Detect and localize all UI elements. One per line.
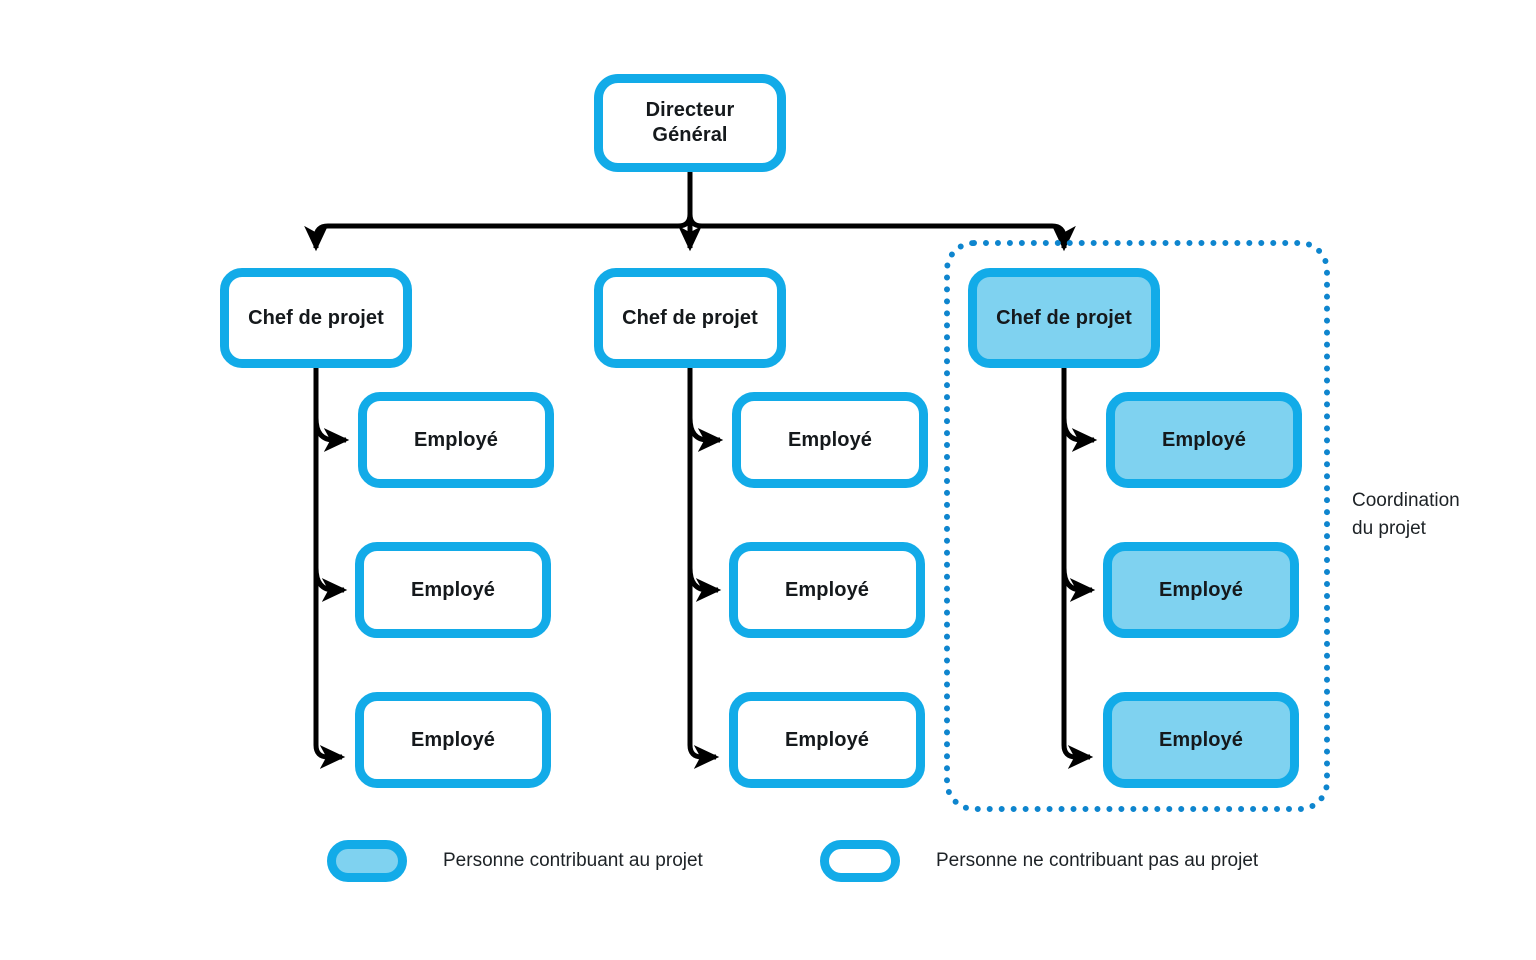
legend-label-not-contributing: Personne ne contribuant pas au projet <box>936 850 1259 871</box>
node-label: Employé <box>413 428 499 451</box>
node-employe-1-3[interactable]: Employé <box>355 692 551 788</box>
node-label: Employé <box>784 578 870 601</box>
node-employe-3-1[interactable]: Employé <box>1106 392 1302 488</box>
node-employe-1-2[interactable]: Employé <box>355 542 551 638</box>
node-label: Employé <box>1158 578 1244 601</box>
node-employe-3-3[interactable]: Employé <box>1103 692 1299 788</box>
node-employe-2-2[interactable]: Employé <box>729 542 925 638</box>
node-label-line1: Directeur <box>645 99 735 121</box>
coordination-label-line1: Coordination <box>1352 490 1460 511</box>
edge-col1-emp1 <box>313 417 350 452</box>
edge-root-to-col1 <box>304 213 693 252</box>
node-employe-2-3[interactable]: Employé <box>729 692 925 788</box>
edge-col2-emp1 <box>687 417 724 452</box>
legend-swatch-empty <box>820 840 900 882</box>
coordination-label: Coordination du projet <box>1352 487 1512 542</box>
edge-col1-emp2 <box>313 567 348 602</box>
legend-swatch-filled <box>327 840 407 882</box>
node-chef-de-projet-2[interactable]: Chef de projet <box>594 268 786 368</box>
node-chef-de-projet-3[interactable]: Chef de projet <box>968 268 1160 368</box>
coordination-frame <box>944 240 1330 812</box>
node-label: Employé <box>410 578 496 601</box>
node-label: Directeur Général <box>646 98 735 148</box>
coordination-label-line2: du projet <box>1352 517 1426 539</box>
node-label: Chef de projet <box>622 306 758 329</box>
node-label-line2: Général <box>652 124 728 146</box>
legend-item-not-contributing: Personne ne contribuant pas au projet <box>820 840 1258 882</box>
legend-item-contributing: Personne contribuant au projet <box>327 840 703 882</box>
node-label: Employé <box>1158 728 1244 751</box>
node-label: Chef de projet <box>996 306 1132 329</box>
node-employe-2-1[interactable]: Employé <box>732 392 928 488</box>
node-directeur-general[interactable]: Directeur Général <box>594 74 786 172</box>
node-label: Employé <box>410 728 496 751</box>
node-label: Employé <box>784 728 870 751</box>
node-employe-3-2[interactable]: Employé <box>1103 542 1299 638</box>
node-chef-de-projet-1[interactable]: Chef de projet <box>220 268 412 368</box>
node-employe-1-1[interactable]: Employé <box>358 392 554 488</box>
edge-col2-emp2 <box>687 567 722 602</box>
node-label: Employé <box>787 428 873 451</box>
legend-label-contributing: Personne contribuant au projet <box>443 850 703 871</box>
edge-col2-trunk <box>687 368 720 769</box>
node-label: Employé <box>1161 428 1247 451</box>
node-label: Chef de projet <box>248 306 384 329</box>
edge-col1-trunk <box>313 368 346 769</box>
